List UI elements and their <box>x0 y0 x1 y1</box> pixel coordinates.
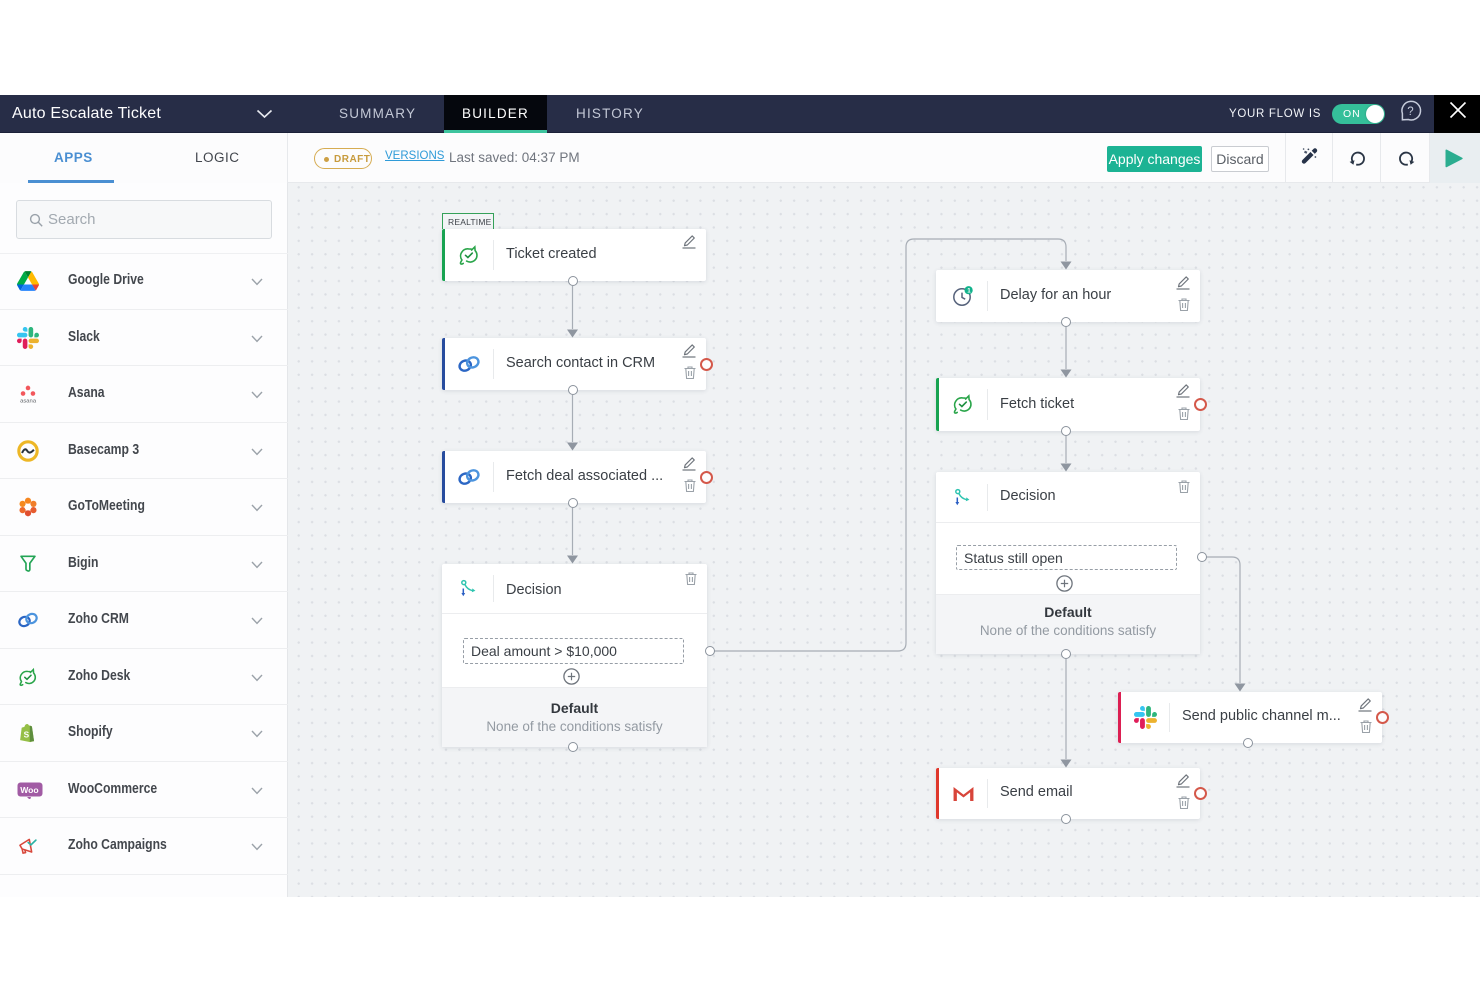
svg-text:asana: asana <box>20 399 37 405</box>
svg-text:S: S <box>24 731 30 740</box>
svg-text:?: ? <box>1407 106 1413 118</box>
svg-text:1: 1 <box>967 287 971 294</box>
svg-text:Woo: Woo <box>20 785 38 795</box>
